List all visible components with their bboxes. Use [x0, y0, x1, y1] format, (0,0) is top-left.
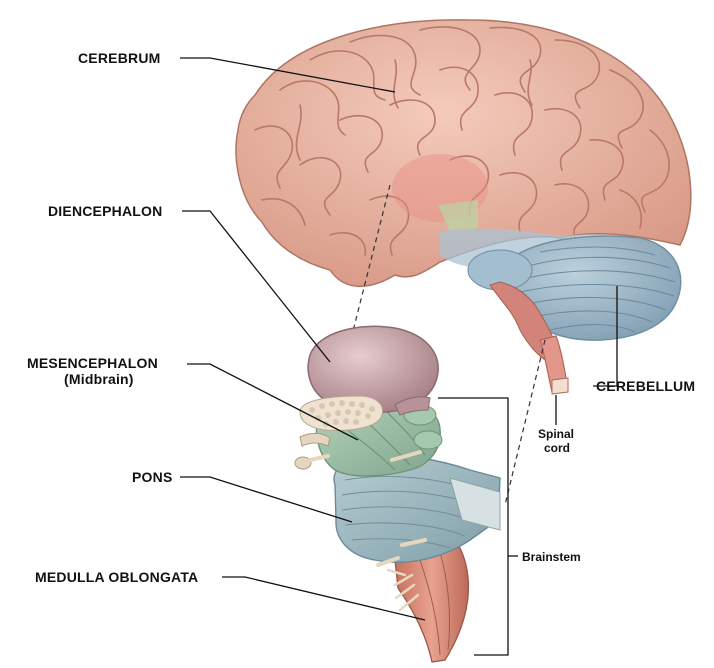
label-pons: PONS [132, 469, 172, 485]
cerebellum-leader [593, 286, 618, 387]
brainstem-bracket [438, 397, 509, 656]
cerebrum-gyri [254, 26, 670, 256]
label-cerebrum: CEREBRUM [78, 50, 161, 66]
cerebrum [235, 19, 692, 288]
brainstem-exploded [294, 325, 501, 663]
label-diencephalon: DIENCEPHALON [48, 203, 162, 219]
label-spinal-cord-line1: Spinal [538, 427, 574, 441]
medulla-nerves [386, 568, 420, 612]
spinal-cord-end [551, 377, 569, 395]
midbrain-projection [438, 200, 478, 232]
label-spinal-cord-line2: cord [544, 441, 570, 455]
projection-line-right [504, 339, 546, 506]
mesencephalon-leader [187, 363, 359, 441]
cerebrum-leader [180, 57, 396, 93]
label-medulla: MEDULLA OBLONGATA [35, 569, 198, 585]
diencephalon-leader [182, 210, 331, 363]
label-brainstem: Brainstem [522, 550, 581, 564]
label-mesencephalon: MESENCEPHALON [27, 355, 158, 371]
pons-leader [180, 476, 353, 523]
projection-line-left [351, 184, 391, 336]
colliculus [413, 430, 443, 450]
label-midbrain: (Midbrain) [64, 371, 134, 387]
cranial-nerve-stubs [294, 432, 427, 567]
pons-cut-face [449, 477, 501, 531]
cerebellum [504, 235, 682, 341]
label-cerebellum: CEREBELLUM [596, 378, 695, 394]
medulla-leader [222, 576, 426, 621]
